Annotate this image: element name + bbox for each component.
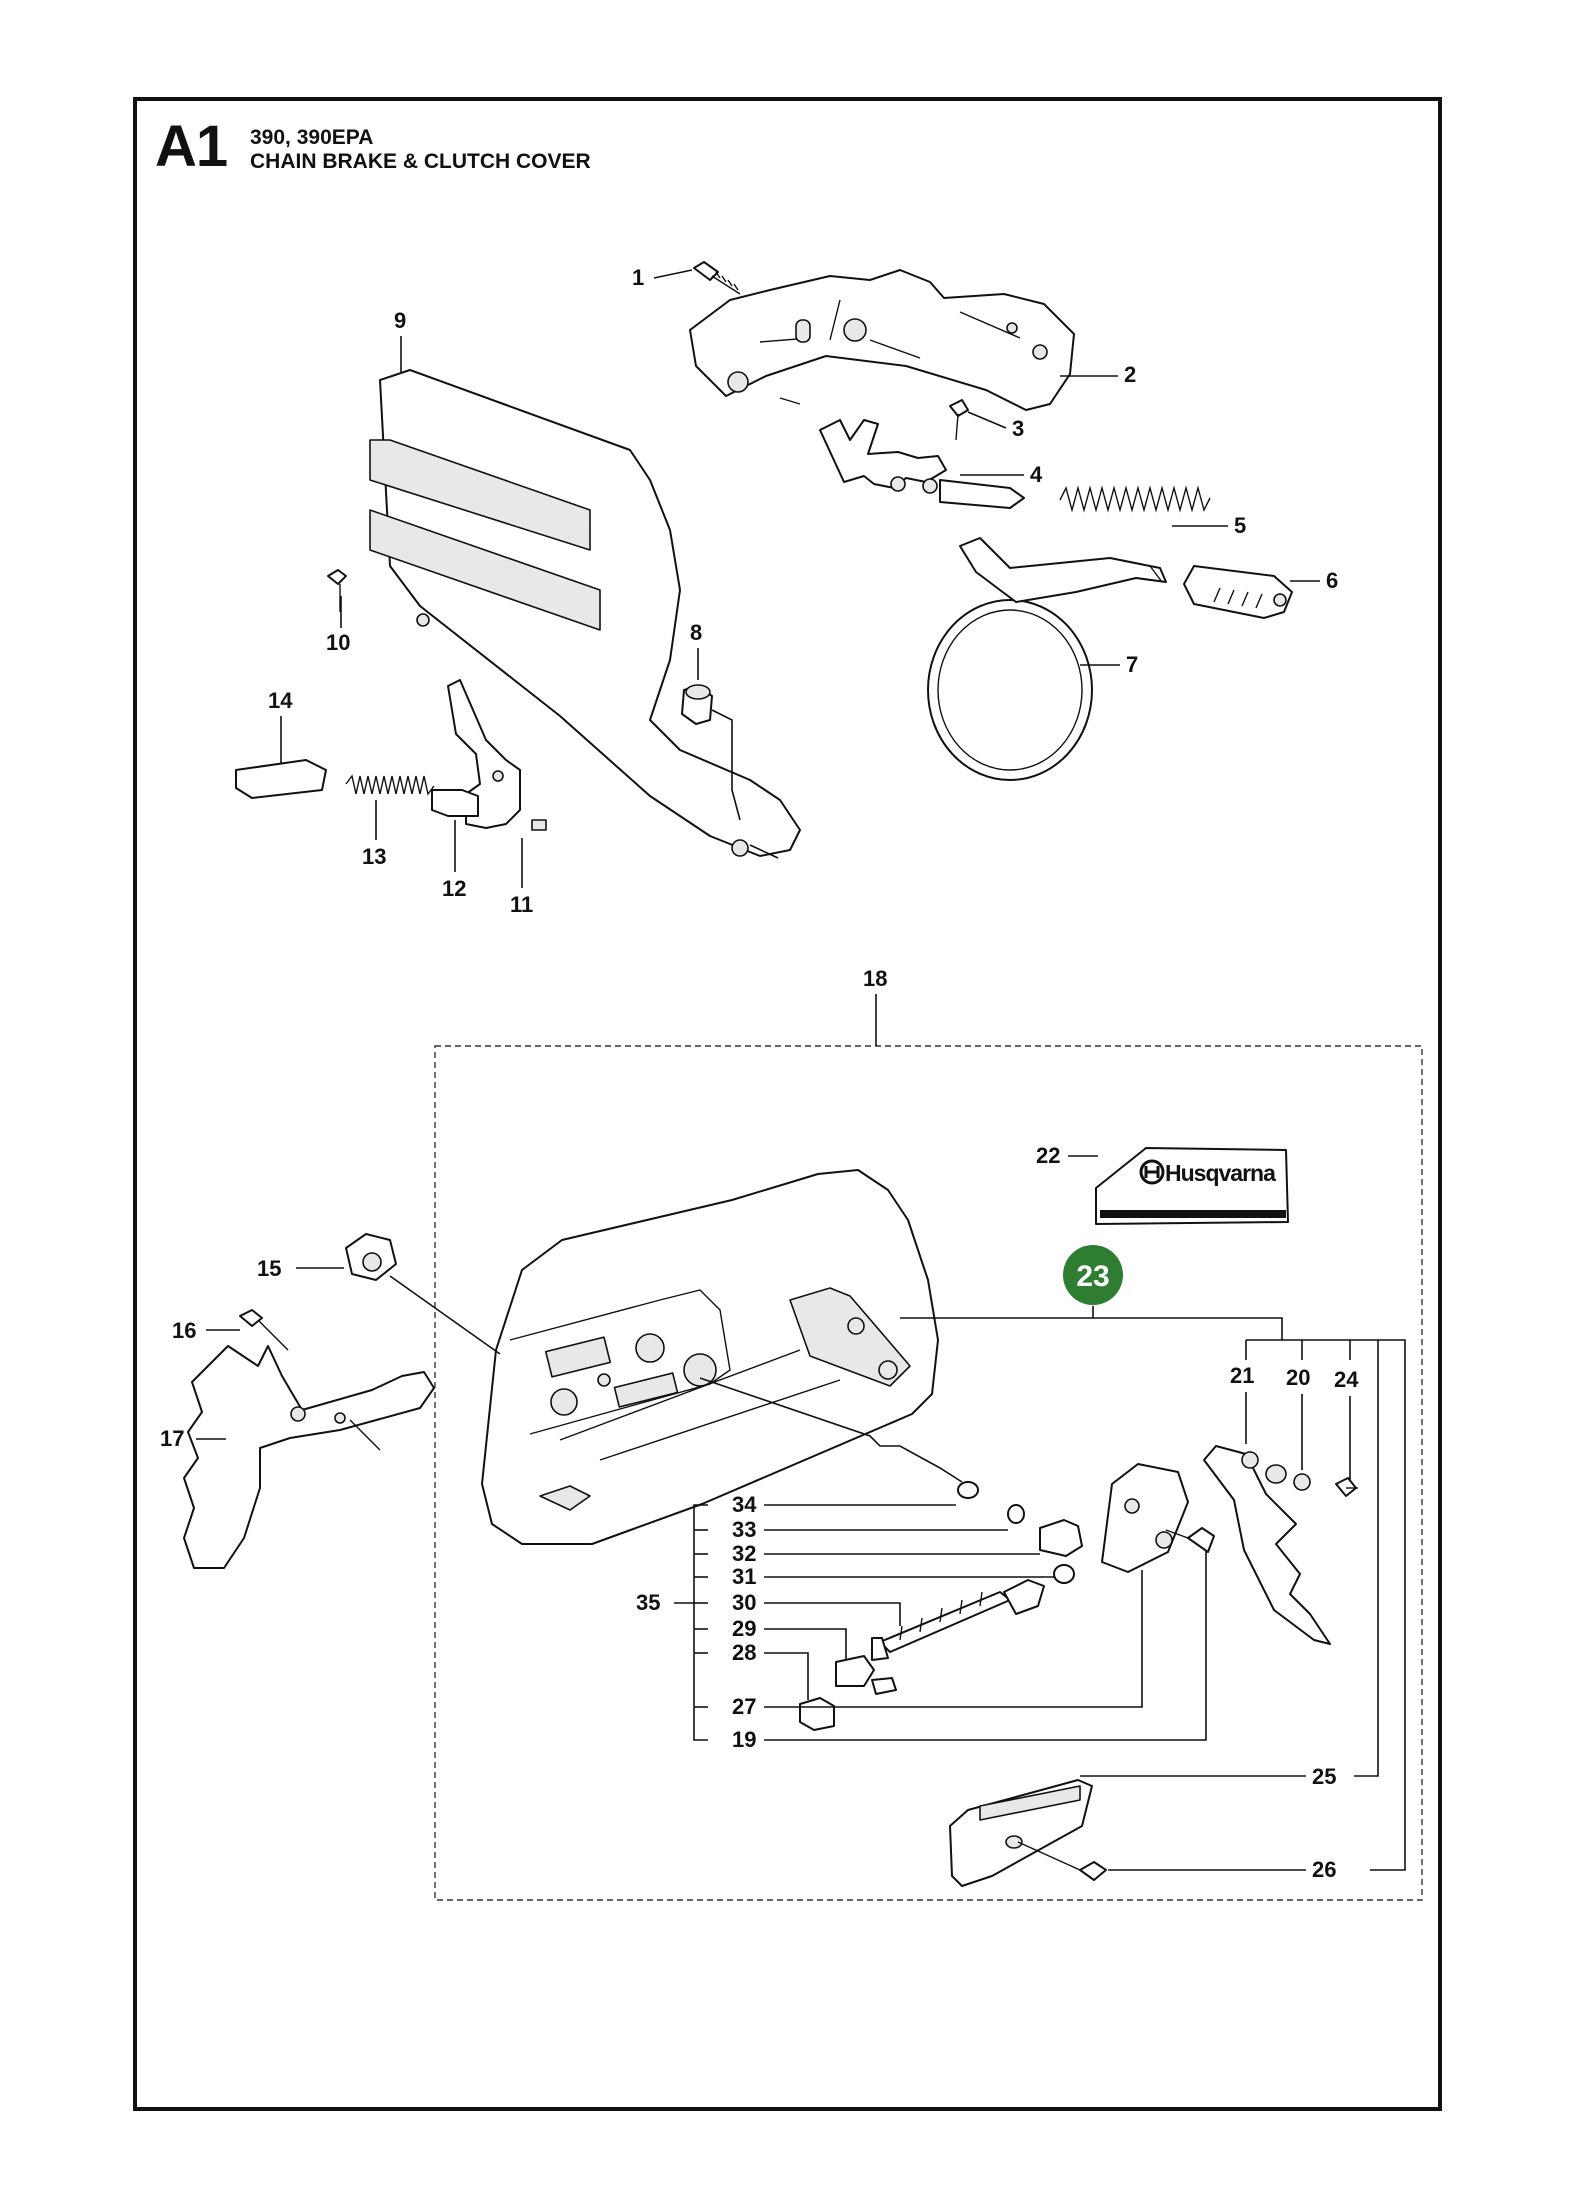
label-33: 33	[732, 1517, 756, 1542]
label-4: 4	[1030, 462, 1043, 487]
label-12: 12	[442, 876, 466, 901]
label-13: 13	[362, 844, 386, 869]
label-11: 11	[510, 892, 533, 917]
part-30-adjust-screw	[871, 1579, 1045, 1661]
clutch-cover-body	[481, 1169, 939, 1545]
label-2: 2	[1124, 362, 1136, 387]
part-19-screw	[1165, 1527, 1215, 1553]
label-16: 16	[172, 1318, 196, 1343]
label-24: 24	[1334, 1367, 1359, 1392]
part-15-nut	[345, 1233, 397, 1281]
label-31: 31	[732, 1564, 756, 1589]
part-34-washer	[957, 1481, 979, 1499]
label-19: 19	[732, 1727, 756, 1752]
label-25: 25	[1312, 1764, 1336, 1789]
part-5-spring	[1059, 485, 1211, 513]
part-8-bushing	[681, 684, 713, 725]
label-17: 17	[160, 1426, 184, 1451]
label-14: 14	[268, 688, 293, 713]
part-2-brake-housing	[689, 269, 1075, 411]
husqvarna-logo: Husqvarna	[1139, 1159, 1277, 1186]
part-17-bumper-spike	[183, 1345, 435, 1569]
label-23: 23	[1076, 1260, 1109, 1293]
part-10-screw	[327, 569, 347, 612]
part-7-brake-band	[927, 537, 1167, 781]
part-12-plunger	[431, 789, 479, 817]
label-29: 29	[732, 1616, 756, 1641]
label-32: 32	[732, 1541, 756, 1566]
label-35: 35	[636, 1590, 660, 1615]
label-27: 27	[732, 1694, 756, 1719]
part-16-screw	[239, 1309, 289, 1351]
label-34: 34	[732, 1492, 757, 1517]
part-11-lever-arm	[447, 679, 547, 831]
sheet-title: CHAIN BRAKE & CLUTCH COVER	[250, 150, 591, 173]
part-14-cover-piece	[235, 759, 327, 799]
part-31-washer	[1053, 1564, 1075, 1584]
part-4-brake-lever	[819, 419, 1025, 509]
sheet-models: 390, 390EPA	[250, 126, 374, 149]
logo-text: Husqvarna	[1165, 1160, 1276, 1186]
part-6-bracket	[1183, 565, 1293, 619]
label-22: 22	[1036, 1143, 1060, 1168]
sheet-code: A1	[155, 114, 228, 179]
label-15: 15	[257, 1256, 281, 1281]
part-13-spring	[345, 774, 435, 796]
part-32-gear	[1039, 1519, 1083, 1557]
label-20: 20	[1286, 1365, 1310, 1390]
label-21: 21	[1230, 1363, 1254, 1388]
label-26: 26	[1312, 1857, 1336, 1882]
part-18-kit-box	[434, 1045, 1423, 1901]
part-26-screw	[1017, 1841, 1107, 1881]
label-6: 6	[1326, 568, 1338, 593]
label-18: 18	[863, 966, 887, 991]
label-30: 30	[732, 1590, 756, 1615]
label-5: 5	[1234, 513, 1246, 538]
part-23-brake-lever	[1203, 1445, 1358, 1645]
label-28: 28	[732, 1640, 756, 1665]
part-19-tensioner-plate	[1101, 1463, 1189, 1573]
part-23-highlight-badge: 23	[1063, 1245, 1123, 1305]
part-33-oring	[1007, 1504, 1025, 1524]
page-frame	[133, 97, 1442, 2111]
label-1: 1	[632, 265, 644, 290]
label-3: 3	[1012, 416, 1024, 441]
part-3-screw	[949, 399, 969, 441]
part-25-chain-catcher	[949, 1779, 1093, 1887]
part-1-screw	[693, 261, 741, 295]
part-9-hand-guard	[369, 369, 801, 857]
part-28-block	[799, 1697, 835, 1731]
label-7: 7	[1126, 652, 1138, 677]
label-8: 8	[690, 620, 702, 645]
label-10: 10	[326, 630, 350, 655]
label-9: 9	[394, 308, 406, 333]
part-29-nut	[835, 1655, 897, 1695]
